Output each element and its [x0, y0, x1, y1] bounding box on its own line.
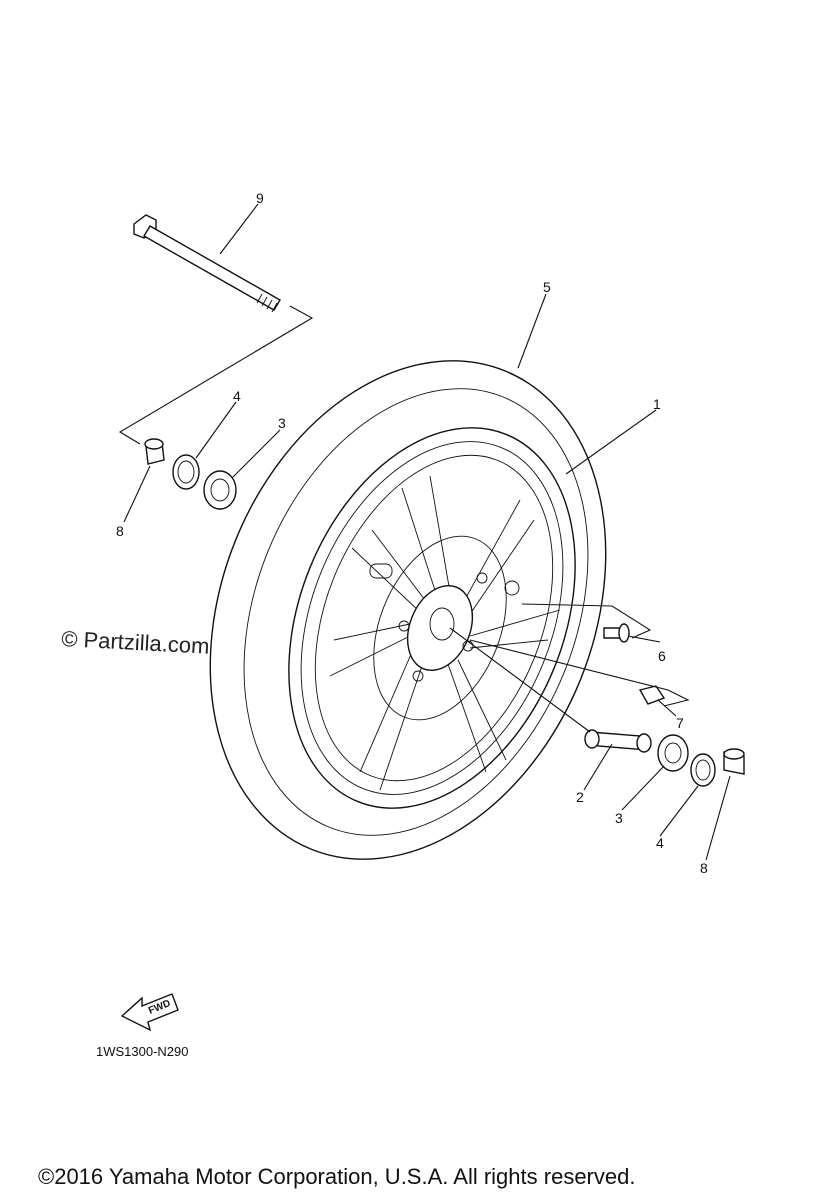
callout-8-left: 8 [116, 523, 124, 539]
copyright-notice: ©2016 Yamaha Motor Corporation, U.S.A. A… [38, 1164, 636, 1189]
leader-lines [123, 203, 731, 861]
part-oil-seal-left[interactable] [172, 454, 200, 490]
part-wheel-rim[interactable] [235, 385, 628, 851]
callout-1: 1 [653, 396, 661, 412]
part-valve[interactable] [603, 623, 630, 643]
callout-8-right: 8 [700, 860, 708, 876]
callout-4-left: 4 [233, 388, 241, 404]
part-collar[interactable] [584, 729, 652, 753]
callout-3-right: 3 [615, 810, 623, 826]
callout-9: 9 [256, 190, 264, 206]
part-bushing-right[interactable] [723, 748, 745, 775]
callout-4-right: 4 [656, 835, 664, 851]
fwd-arrow-icon: FWD [120, 993, 179, 1032]
callout-6: 6 [658, 648, 666, 664]
callout-3-left: 3 [278, 415, 286, 431]
part-bearing-right[interactable] [657, 734, 689, 772]
part-bushing-left[interactable] [144, 438, 165, 465]
part-bearing-left[interactable] [203, 470, 237, 510]
part-axle[interactable] [133, 214, 281, 313]
part-oil-seal-right[interactable] [690, 753, 716, 787]
callout-7: 7 [676, 715, 684, 731]
callout-5: 5 [543, 279, 551, 295]
callout-2: 2 [576, 789, 584, 805]
part-balance-weight[interactable] [638, 685, 666, 705]
diagram-code: 1WS1300-N290 [96, 1044, 189, 1059]
